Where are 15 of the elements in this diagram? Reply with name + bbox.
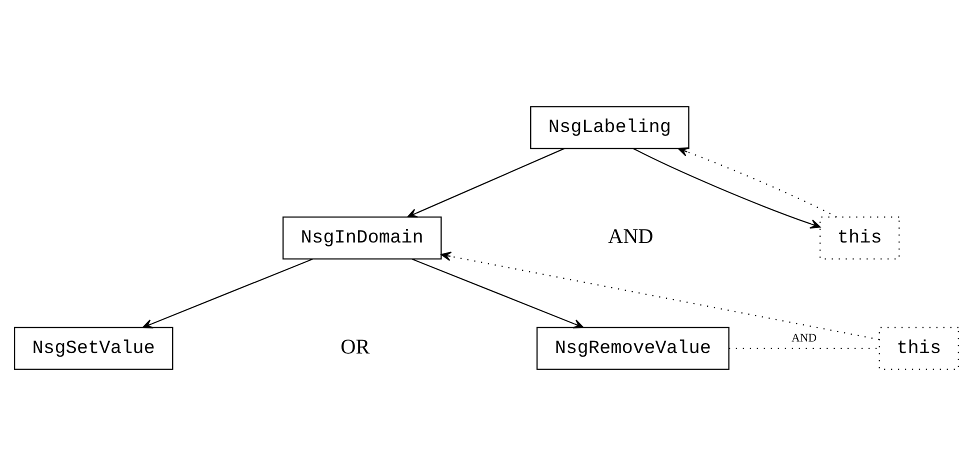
arrow — [411, 258, 584, 328]
label: AND — [607, 224, 653, 248]
node-box: this — [878, 326, 958, 370]
arrow — [142, 258, 313, 328]
arrow — [677, 146, 836, 217]
node-box: NsgInDomain — [282, 216, 442, 259]
label: OR — [340, 334, 370, 358]
node-box: this — [819, 216, 900, 259]
arrow — [406, 148, 564, 218]
node-box: NsgLabeling — [530, 106, 689, 149]
node-box: NsgSetValue — [14, 326, 173, 370]
edge-label: AND — [791, 330, 816, 344]
node-box: NsgRemoveValue — [536, 326, 729, 370]
arrow — [632, 148, 820, 228]
arrow — [440, 251, 879, 340]
